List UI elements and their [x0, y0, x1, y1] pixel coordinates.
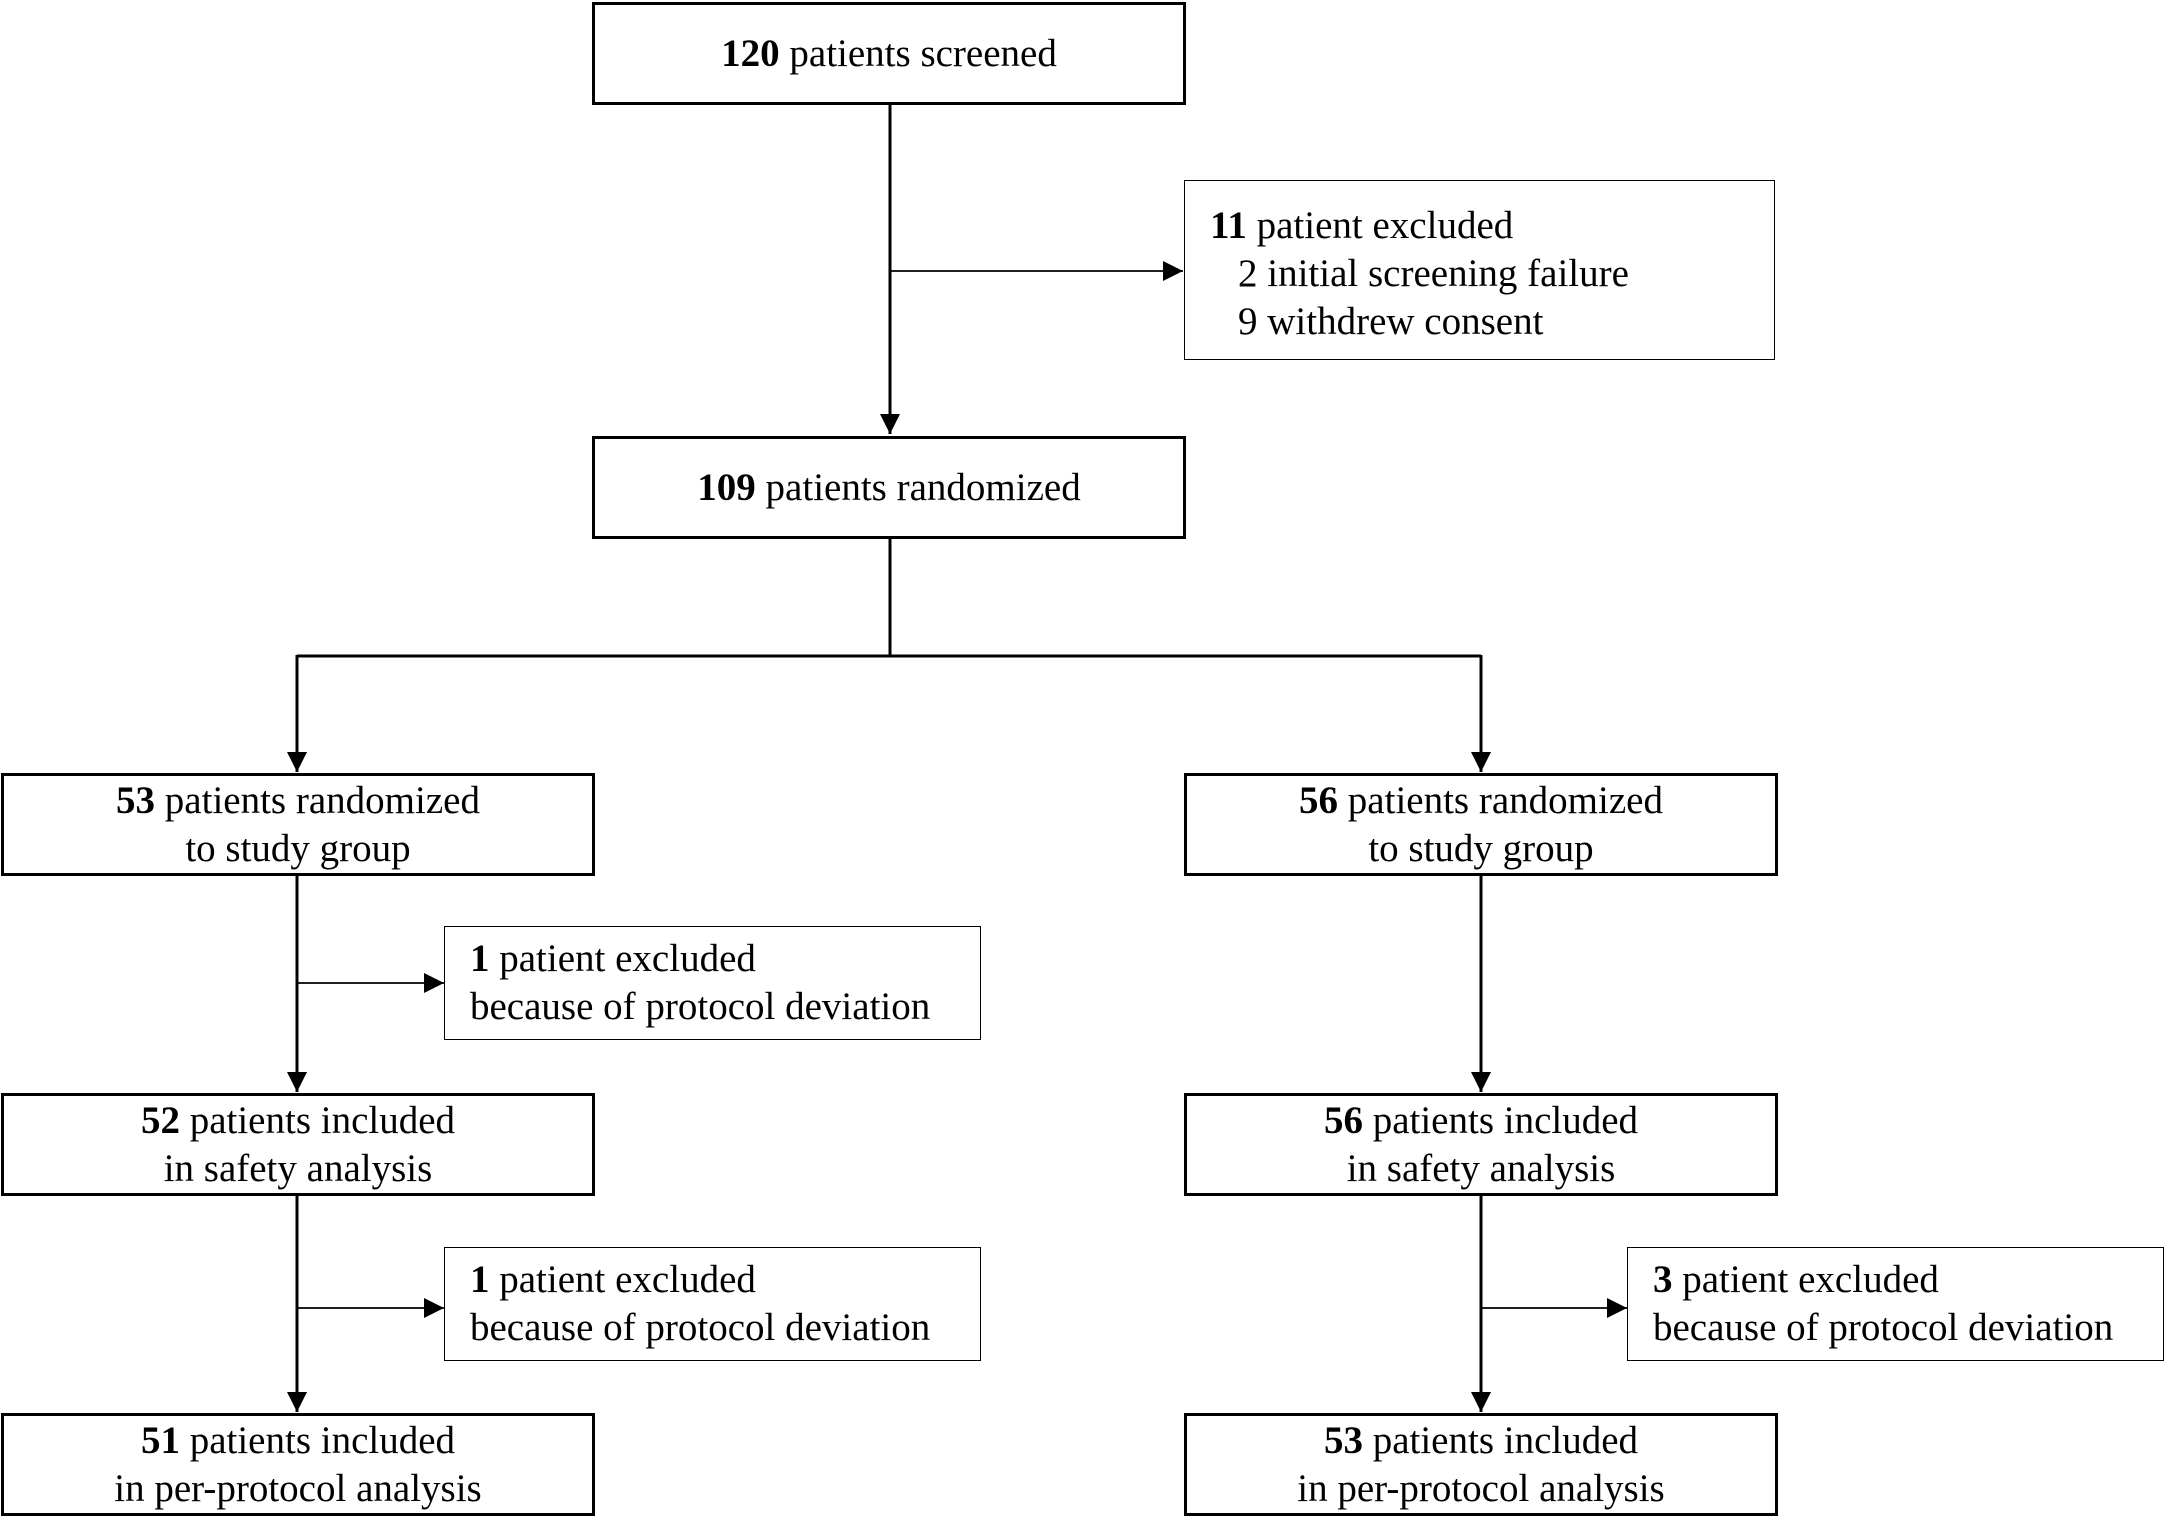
left-excluded-1-text: patient excluded [499, 937, 756, 980]
left-perprotocol-text: patients included [189, 1418, 456, 1462]
right-safety-box: 56 patients included in safety analysis [1184, 1093, 1778, 1196]
right-excluded-2-box: 3 patient excluded because of protocol d… [1627, 1247, 2164, 1361]
left-safety-text: patients included [189, 1098, 456, 1142]
right-safety-label: 56 patients included [1187, 1097, 1775, 1145]
excluded-reason-item: 2 initial screening failure [1238, 252, 1629, 295]
excluded-screening-box: 11 patient excluded 2 initial screening … [1184, 180, 1775, 360]
right-excluded-2-count: 3 [1653, 1258, 1673, 1301]
left-randomized-box: 53 patients randomized to study group [1, 773, 595, 876]
excluded-screening-count: 11 [1210, 204, 1247, 247]
left-excluded-2-line2: because of protocol deviation [470, 1306, 931, 1349]
left-perprotocol-label: 51 patients included [4, 1417, 592, 1465]
left-excluded-2-count: 1 [470, 1258, 490, 1301]
excluded-reason-item: 9 withdrew consent [1238, 300, 1544, 343]
right-safety-text: patients included [1372, 1098, 1639, 1142]
right-perprotocol-line2: in per-protocol analysis [1297, 1466, 1665, 1510]
left-excluded-2-text: patient excluded [499, 1258, 756, 1301]
left-excluded-1-count: 1 [470, 937, 490, 980]
left-randomized-label: 53 patients randomized [4, 777, 592, 825]
right-excluded-2-label: 3 patient excluded [1653, 1256, 2163, 1304]
right-randomized-text: patients randomized [1347, 778, 1663, 822]
left-perprotocol-count: 51 [140, 1418, 180, 1462]
right-randomized-label: 56 patients randomized [1187, 777, 1775, 825]
left-excluded-2-box: 1 patient excluded because of protocol d… [444, 1247, 981, 1361]
left-randomized-text: patients randomized [164, 778, 480, 822]
left-safety-box: 52 patients included in safety analysis [1, 1093, 595, 1196]
right-randomized-count: 56 [1299, 778, 1339, 822]
randomized-label: 109 patients randomized [595, 464, 1183, 512]
screened-count: 120 [721, 31, 780, 75]
right-perprotocol-box: 53 patients included in per-protocol ana… [1184, 1413, 1778, 1516]
right-safety-count: 56 [1323, 1098, 1363, 1142]
left-randomized-line2: to study group [185, 826, 411, 870]
right-excluded-2-line2: because of protocol deviation [1653, 1306, 2114, 1349]
left-safety-count: 52 [140, 1098, 180, 1142]
left-randomized-count: 53 [116, 778, 156, 822]
left-excluded-1-box: 1 patient excluded because of protocol d… [444, 926, 981, 1040]
right-perprotocol-label: 53 patients included [1187, 1417, 1775, 1465]
screened-box: 120 patients screened [592, 2, 1186, 105]
right-perprotocol-text: patients included [1372, 1418, 1639, 1462]
right-perprotocol-count: 53 [1323, 1418, 1363, 1462]
left-excluded-2-label: 1 patient excluded [470, 1256, 980, 1304]
right-excluded-2-text: patient excluded [1682, 1258, 1939, 1301]
screened-text: patients screened [789, 31, 1057, 75]
left-safety-label: 52 patients included [4, 1097, 592, 1145]
right-randomized-box: 56 patients randomized to study group [1184, 773, 1778, 876]
left-excluded-1-label: 1 patient excluded [470, 935, 980, 983]
screened-label: 120 patients screened [595, 30, 1183, 78]
randomized-text: patients randomized [765, 465, 1081, 509]
randomized-box: 109 patients randomized [592, 436, 1186, 539]
right-safety-line2: in safety analysis [1346, 1146, 1616, 1190]
right-randomized-line2: to study group [1368, 826, 1594, 870]
left-perprotocol-box: 51 patients included in per-protocol ana… [1, 1413, 595, 1516]
left-excluded-1-line2: because of protocol deviation [470, 985, 931, 1028]
excluded-screening-label: 11 patient excluded [1210, 202, 1774, 250]
excluded-screening-text: patient excluded [1256, 204, 1514, 247]
left-perprotocol-line2: in per-protocol analysis [114, 1466, 482, 1510]
left-safety-line2: in safety analysis [163, 1146, 433, 1190]
randomized-count: 109 [697, 465, 756, 509]
